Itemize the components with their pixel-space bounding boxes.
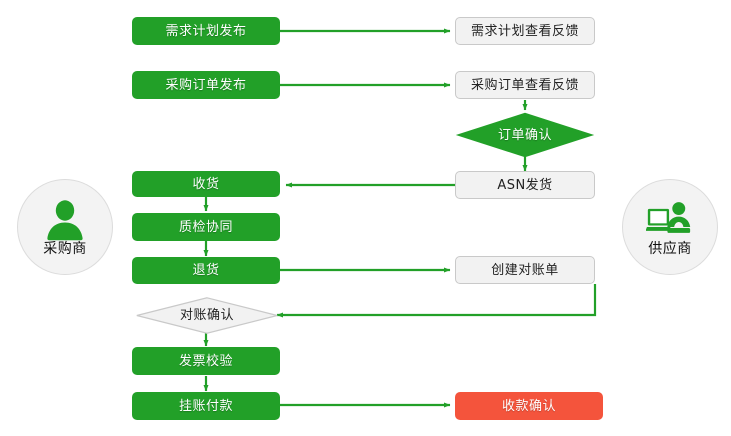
- person-icon: [47, 199, 83, 240]
- node-order-confirm[interactable]: 订单确认: [455, 112, 595, 158]
- node-statement-confirm[interactable]: 对账确认: [136, 297, 278, 334]
- node-quality-collab[interactable]: 质检协同: [132, 213, 280, 241]
- node-receipt-confirm[interactable]: 收款确认: [455, 392, 603, 420]
- actor-buyer[interactable]: 采购商: [17, 179, 113, 275]
- node-create-statement-label: 创建对账单: [491, 262, 559, 278]
- node-payable-payment-label: 挂账付款: [178, 398, 233, 414]
- node-receive-goods-label: 收货: [192, 176, 220, 192]
- node-demand-plan-feedback-label: 需求计划查看反馈: [470, 23, 579, 39]
- node-demand-plan-feedback[interactable]: 需求计划查看反馈: [455, 17, 595, 45]
- node-invoice-check[interactable]: 发票校验: [132, 347, 280, 375]
- node-po-publish-label: 采购订单发布: [165, 77, 247, 93]
- node-po-feedback-label: 采购订单查看反馈: [470, 77, 579, 93]
- node-receipt-confirm-label: 收款确认: [501, 398, 556, 414]
- actor-supplier-label: 供应商: [648, 240, 692, 257]
- node-return-goods-label: 退货: [192, 263, 220, 278]
- node-demand-plan-publish[interactable]: 需求计划发布: [132, 17, 280, 45]
- node-order-confirm-label: 订单确认: [497, 127, 552, 143]
- person-at-computer-icon: [646, 201, 691, 233]
- node-asn-shipment[interactable]: ASN发货: [455, 171, 595, 199]
- node-invoice-check-label: 发票校验: [178, 353, 233, 369]
- node-statement-confirm-label: 对账确认: [179, 308, 234, 323]
- diamond-shape-grey: [136, 297, 278, 334]
- actor-buyer-label: 采购商: [43, 240, 87, 257]
- node-payable-payment[interactable]: 挂账付款: [132, 392, 280, 420]
- node-create-statement[interactable]: 创建对账单: [455, 256, 595, 284]
- diamond-shape-green: [455, 112, 595, 158]
- edge-create-statement-to-statement-confirm: [276, 284, 597, 318]
- node-po-publish[interactable]: 采购订单发布: [132, 71, 280, 99]
- actor-supplier[interactable]: 供应商: [622, 179, 718, 275]
- node-return-goods[interactable]: 退货: [132, 257, 280, 284]
- node-po-feedback[interactable]: 采购订单查看反馈: [455, 71, 595, 99]
- node-demand-plan-publish-label: 需求计划发布: [165, 23, 247, 39]
- node-asn-shipment-label: ASN发货: [497, 177, 553, 193]
- node-receive-goods[interactable]: 收货: [132, 171, 280, 197]
- node-quality-collab-label: 质检协同: [178, 219, 233, 235]
